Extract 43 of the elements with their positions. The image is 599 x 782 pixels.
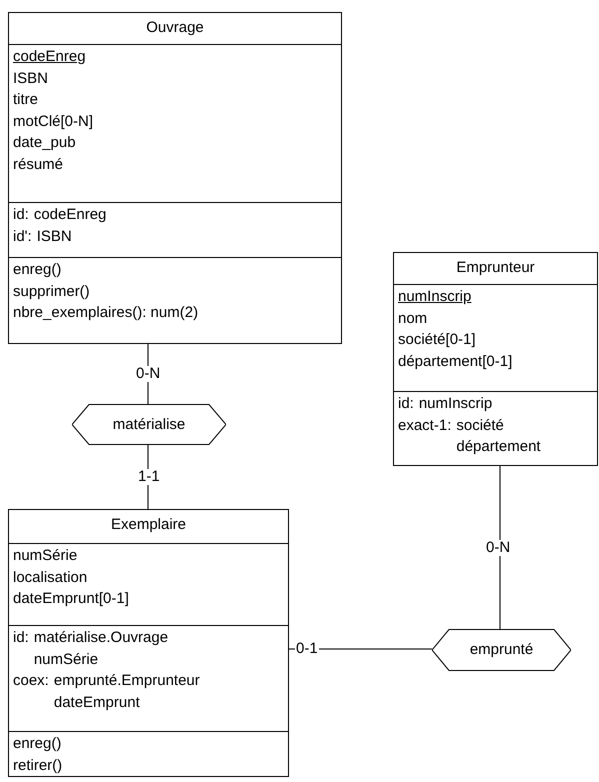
cardinality-label: 0-N: [135, 366, 162, 382]
attribute-text: nom: [398, 308, 428, 328]
attribute-text: numSérie: [13, 546, 78, 566]
cardinality-label: 0-N: [485, 540, 512, 556]
attribute-text: codeEnreg: [13, 47, 86, 67]
attribute-text: titre: [13, 90, 38, 110]
constraint-label: id:: [398, 394, 414, 414]
attribute-text: dateEmprunt[0-1]: [13, 589, 129, 609]
cardinality-label: 1-1: [137, 469, 161, 485]
constraint-value: numInscrip: [418, 394, 492, 414]
class-box: [393, 252, 598, 466]
relationship-name: emprunté: [468, 641, 534, 659]
constraint-value: codeEnreg: [34, 205, 106, 225]
relationship-name: matérialise: [112, 416, 186, 434]
constraint-value: emprunté.Emprunteur dateEmprunt: [54, 671, 200, 712]
connector-line: [288, 648, 432, 650]
class-name: Exemplaire: [110, 515, 188, 535]
attribute-text: numInscrip: [398, 287, 472, 307]
constraint-label: id':: [13, 226, 32, 246]
class-box: [8, 12, 342, 344]
constraint-value: ISBN: [36, 226, 72, 246]
attribute-text: localisation: [13, 568, 88, 588]
class-box: [8, 509, 289, 777]
method-text: nbre_exemplaires(): num(2): [13, 303, 198, 323]
constraint-value: société département: [456, 416, 541, 457]
method-text: supprimer(): [13, 282, 90, 302]
method-text: enreg(): [13, 734, 62, 754]
relationship-hexagon: [72, 404, 226, 445]
class-name: Ouvrage: [145, 18, 205, 38]
class-name: Emprunteur: [455, 258, 536, 278]
attribute-text: résumé: [13, 154, 64, 174]
constraint-label: exact-1:: [398, 416, 452, 436]
method-text: enreg(): [13, 260, 62, 280]
method-text: retirer(): [13, 756, 62, 776]
constraint-label: id:: [13, 628, 29, 648]
attribute-text: date_pub: [13, 133, 76, 153]
attribute-text: ISBN: [13, 68, 48, 88]
attribute-text: société[0-1]: [398, 330, 476, 350]
constraint-label: id:: [13, 205, 29, 225]
constraint-label: coex:: [13, 671, 49, 691]
attribute-text: motClé[0-N]: [13, 112, 94, 132]
relationship-hexagon: [432, 629, 571, 671]
attribute-text: département[0-1]: [398, 352, 512, 372]
